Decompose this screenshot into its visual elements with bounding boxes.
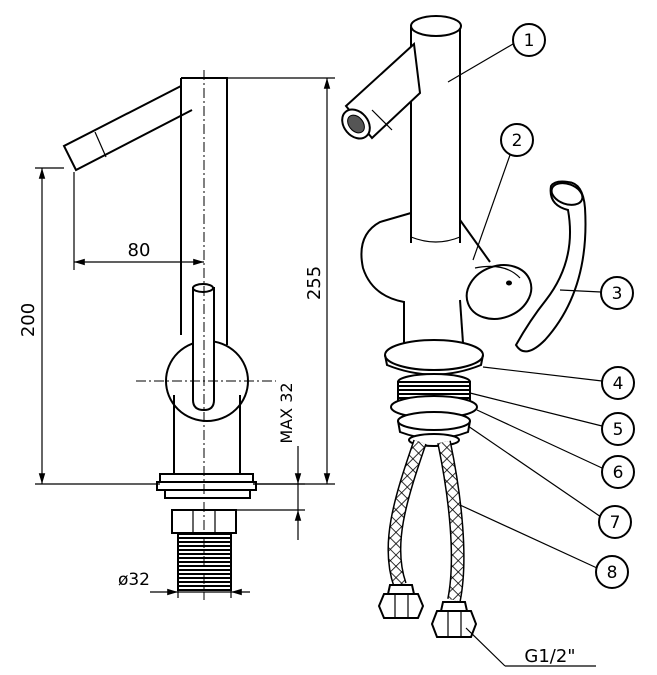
thread-g12-label: G1/2" — [524, 646, 575, 667]
callout-6-label: 6 — [613, 463, 624, 483]
callout-3: 3 — [559, 276, 634, 310]
callout-1-label: 1 — [524, 31, 535, 51]
callout-2-label: 2 — [512, 131, 523, 151]
side-elevation-view — [62, 70, 276, 600]
dimension-255-label: 255 — [304, 266, 325, 300]
callout-4-label: 4 — [613, 374, 624, 394]
dimension-d32-label: ø32 — [118, 570, 150, 590]
perspective-view — [341, 15, 587, 638]
callout-8: 8 — [459, 504, 629, 589]
callout-3-label: 3 — [612, 284, 623, 304]
callout-4: 4 — [482, 366, 635, 400]
callout-7-label: 7 — [610, 513, 621, 533]
callout-2: 2 — [472, 123, 534, 261]
dimension-80-label: 80 — [128, 240, 151, 261]
dimension-hole-diameter: ø32 — [118, 570, 250, 598]
callout-5: 5 — [469, 392, 635, 446]
callout-1: 1 — [447, 23, 546, 83]
callout-5-label: 5 — [613, 420, 624, 440]
callout-7: 7 — [467, 425, 632, 539]
dimension-spout-reach: 80 — [73, 172, 204, 270]
dimension-spout-height: 200 — [18, 167, 160, 485]
dimension-max32-label: MAX 32 — [277, 382, 296, 443]
dimension-200-label: 200 — [18, 303, 39, 337]
callout-8-label: 8 — [607, 563, 618, 583]
thread-callout: G1/2" — [465, 627, 596, 667]
callout-6: 6 — [476, 409, 635, 489]
dimension-max-thickness: MAX 32 — [236, 382, 305, 540]
